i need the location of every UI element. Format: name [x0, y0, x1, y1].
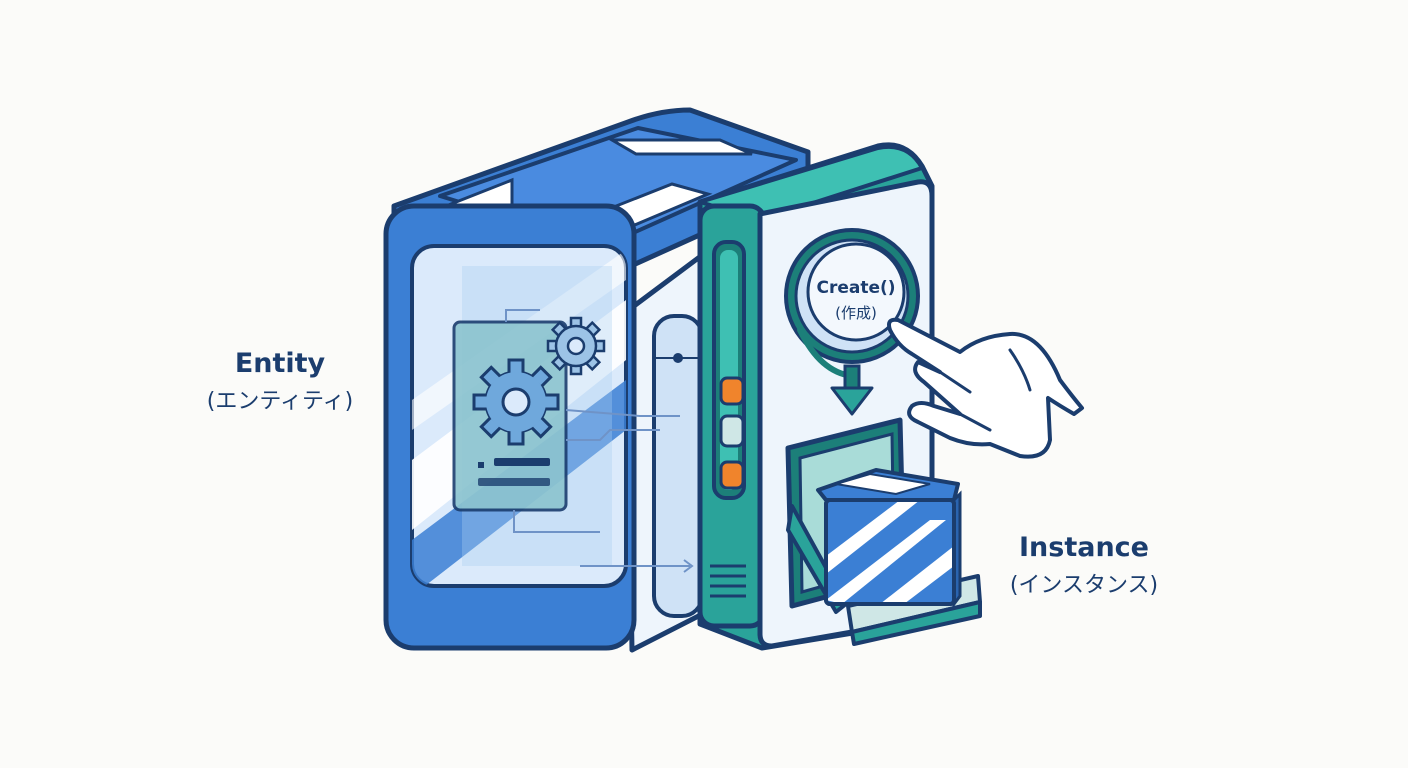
instance-label: Instance (インスタンス) — [1010, 532, 1158, 598]
entity-title: Entity — [235, 348, 326, 379]
cube-icon — [816, 468, 962, 609]
vent-grille — [710, 564, 746, 598]
gear-icon — [472, 358, 560, 446]
instance-subtitle: (インスタンス) — [1010, 573, 1158, 598]
create-button-sublabel: (作成) — [835, 304, 877, 322]
create-button[interactable]: Create() (作成) — [784, 228, 920, 364]
arrow-down-icon — [797, 327, 874, 416]
status-light-bottom — [719, 460, 745, 490]
instance-title: Instance — [1019, 532, 1149, 563]
status-light-middle — [719, 414, 745, 448]
gear-icon — [546, 316, 606, 376]
create-button-label: Create() — [816, 278, 895, 298]
entity-subtitle: (エンティティ) — [207, 389, 354, 414]
entity-label: Entity (エンティティ) — [207, 348, 354, 414]
status-light-top — [719, 376, 745, 406]
hand-pointer-icon — [887, 317, 1084, 459]
